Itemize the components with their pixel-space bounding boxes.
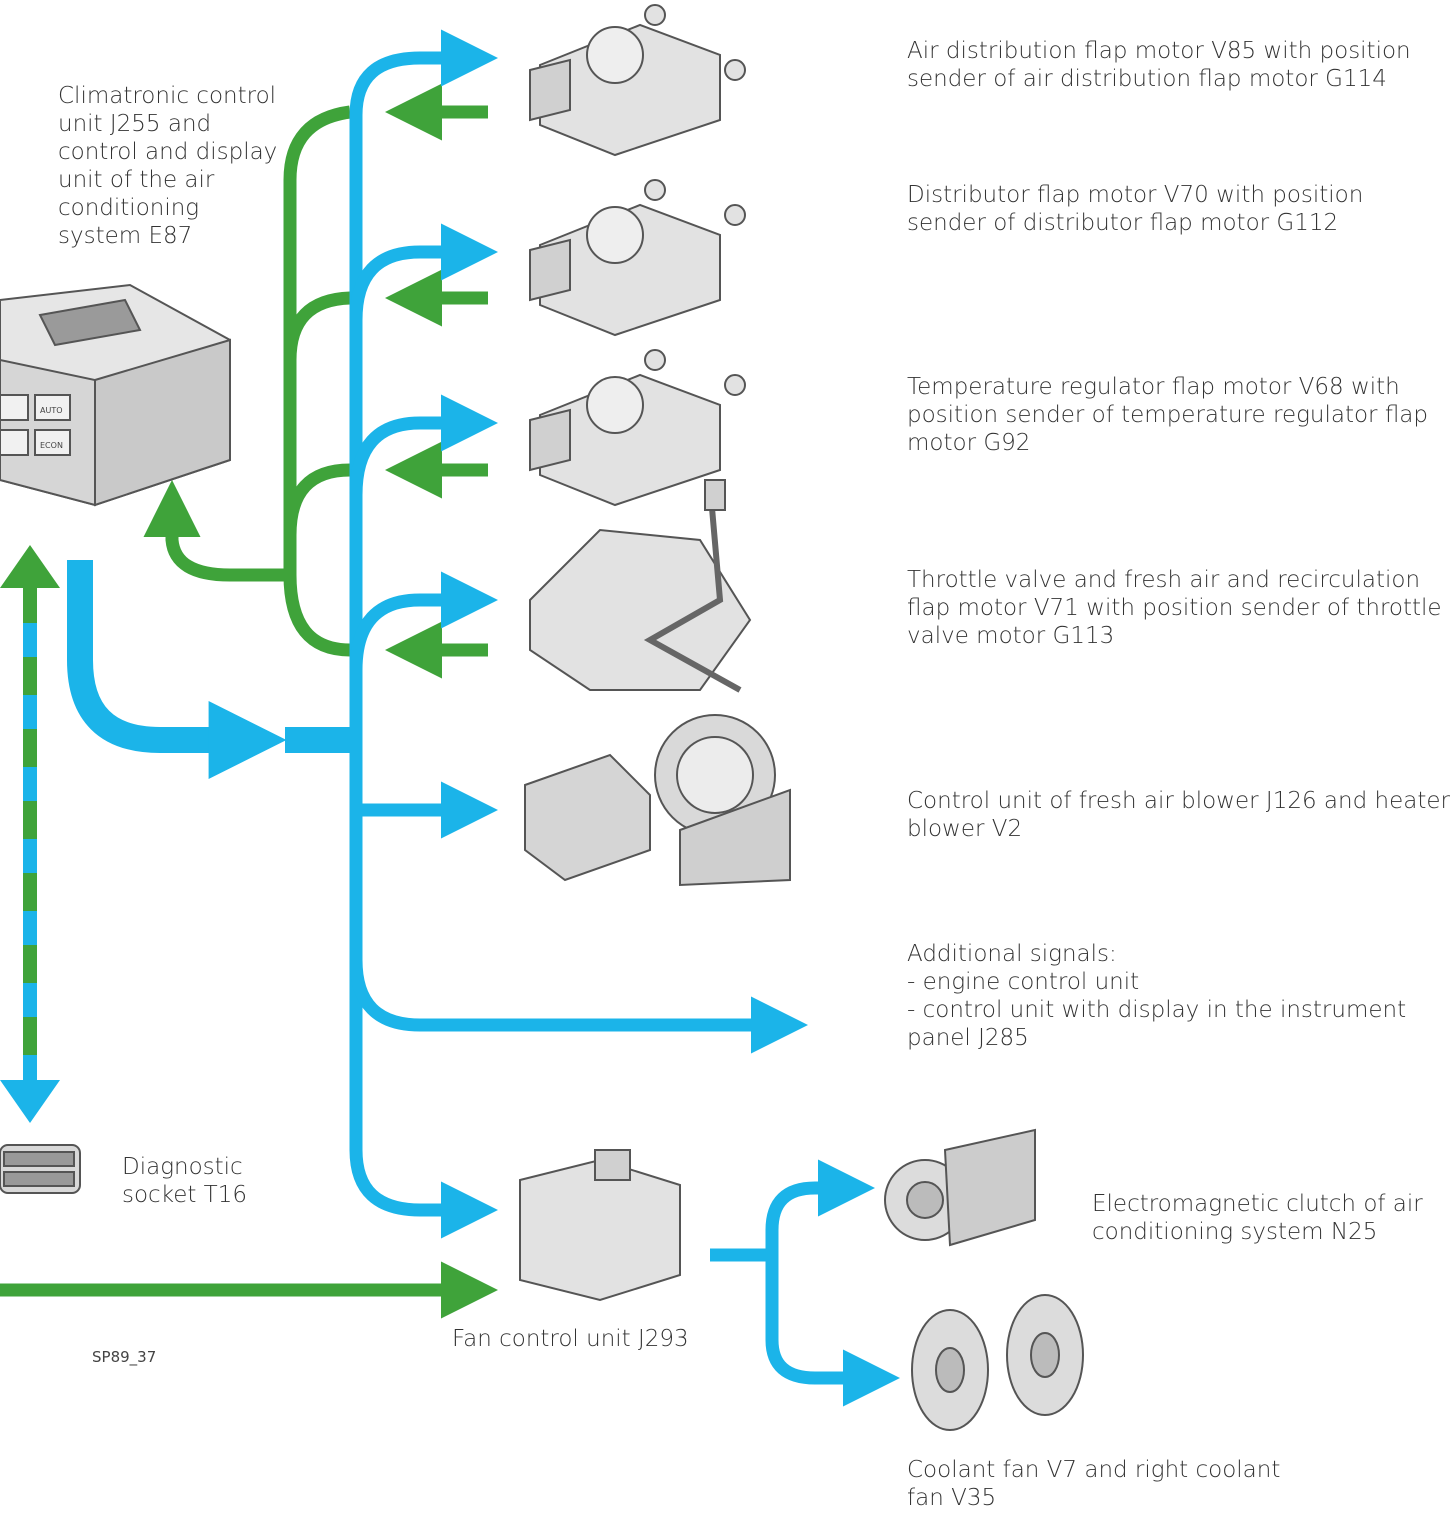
label-line: Electromagnetic clutch of air — [1092, 1191, 1423, 1217]
auto-button: AUTO — [40, 406, 63, 415]
label-line: Air distribution flap motor V85 with pos… — [907, 38, 1411, 64]
compressor-n25 — [884, 1128, 1036, 1247]
label-line: Coolant fan V7 and right coolant — [907, 1457, 1281, 1483]
label-line: - control unit with display in the instr… — [907, 997, 1407, 1023]
flap-motor-v68 — [529, 349, 746, 507]
label-line: panel J285 — [907, 1025, 1029, 1051]
blower-j126 — [524, 714, 791, 887]
label-line: Control unit of fresh air blower J126 an… — [907, 788, 1450, 814]
flap-motor-v70 — [529, 179, 746, 337]
diagnostic-socket — [0, 1144, 81, 1194]
blue-signal-lines — [349, 29, 901, 1407]
diagnostic-line — [0, 545, 60, 1123]
label-v70: Distributor flap motor V70 with position… — [907, 181, 1363, 237]
label-line: motor G92 — [907, 430, 1031, 456]
label-line: control and display — [58, 139, 278, 165]
flap-motor-v85 — [529, 4, 746, 157]
label-line: Distributor flap motor V70 with position — [907, 182, 1364, 208]
green-signal-lines — [0, 83, 499, 1319]
main-output-arrow — [67, 560, 356, 779]
flap-motor-v71 — [529, 479, 752, 693]
label-line: sender of distributor flap motor G112 — [907, 210, 1339, 236]
label-line: socket T16 — [122, 1182, 247, 1208]
label-line: Temperature regulator flap motor V68 wit… — [907, 374, 1400, 400]
label-line: Climatronic control — [58, 83, 277, 109]
label-line: valve motor G113 — [907, 623, 1115, 649]
climatronic-unit — [0, 283, 231, 507]
econ-button: ECON — [40, 441, 63, 450]
label-line: blower V2 — [907, 816, 1023, 842]
label-v85: Air distribution flap motor V85 with pos… — [907, 37, 1411, 93]
label-j293: Fan control unit J293 — [452, 1325, 689, 1353]
label-line: conditioning — [58, 195, 200, 221]
label-line: unit of the air — [58, 167, 215, 193]
label-line: Throttle valve and fresh air and recircu… — [907, 567, 1421, 593]
label-v68: Temperature regulator flap motor V68 wit… — [907, 373, 1428, 457]
label-line: system E87 — [58, 223, 193, 249]
label-v71: Throttle valve and fresh air and recircu… — [907, 566, 1442, 650]
label-line: fan V35 — [907, 1485, 997, 1511]
label-j126: Control unit of fresh air blower J126 an… — [907, 787, 1450, 843]
label-line: position sender of temperature regulator… — [907, 402, 1429, 428]
label-line: conditioning system N25 — [1092, 1219, 1378, 1245]
figure-code: SP89_37 — [92, 1348, 157, 1366]
coolant-fans — [911, 1294, 1084, 1431]
label-line: - engine control unit — [907, 969, 1140, 995]
label-line: Fan control unit J293 — [452, 1326, 689, 1352]
label-additional: Additional signals:- engine control unit… — [907, 940, 1406, 1052]
label-line: flap motor V71 with position sender of t… — [907, 595, 1442, 621]
fan-control-unit — [519, 1149, 681, 1302]
label-line: Additional signals: — [907, 941, 1117, 967]
label-line: unit J255 and — [58, 111, 212, 137]
label-line: sender of air distribution flap motor G1… — [907, 66, 1387, 92]
label-line: Diagnostic — [122, 1154, 243, 1180]
